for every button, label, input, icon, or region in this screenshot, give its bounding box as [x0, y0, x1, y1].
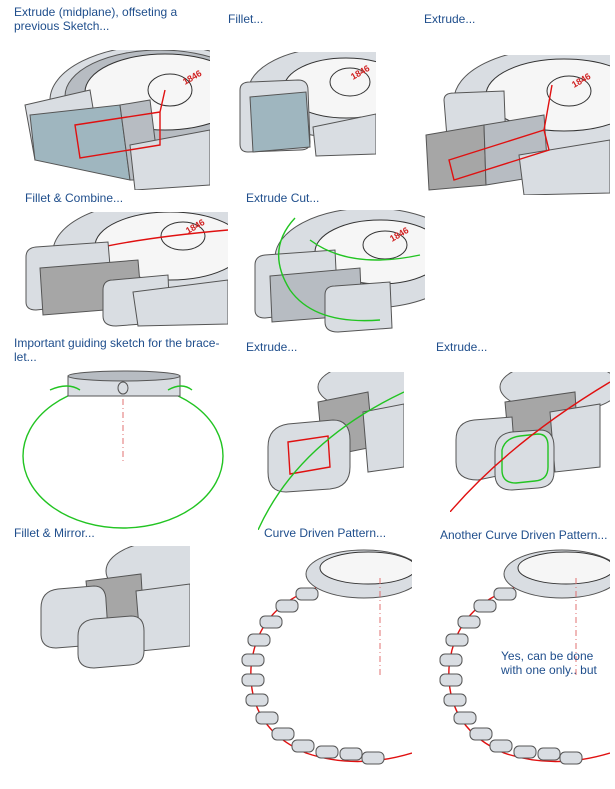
step-9-illustration — [40, 546, 190, 669]
step-1-illustration: 1846 — [24, 50, 210, 190]
step-2-caption: Fillet... — [228, 12, 264, 26]
step-6-caption: Important guiding sketch for the brace-l… — [14, 336, 220, 364]
bracelet-links — [439, 587, 583, 765]
step-11-illustration — [439, 549, 610, 765]
step-4-caption: Fillet & Combine... — [25, 191, 124, 205]
step-7-caption: Extrude... — [246, 340, 298, 354]
step-4-illustration: 1846 — [25, 212, 228, 327]
step-8-illustration — [450, 372, 610, 512]
step-1-caption: Extrude (midplane), offseting a previous… — [14, 5, 178, 33]
step-7-illustration — [258, 372, 404, 530]
pattern-note: Yes, can be done with one only.. but — [501, 649, 597, 677]
step-10-illustration — [241, 549, 412, 765]
step-5-illustration: 1846 — [254, 210, 425, 333]
step-5-caption: Extrude Cut... — [246, 191, 320, 205]
bracelet-links — [241, 587, 385, 765]
step-8-caption: Extrude... — [436, 340, 488, 354]
step-3-illustration: 1846 — [425, 55, 610, 195]
step-6-illustration — [22, 370, 224, 529]
step-2-illustration: 1846 — [239, 52, 376, 157]
step-9-caption: Fillet & Mirror... — [14, 526, 95, 540]
step-11-caption: Another Curve Driven Pattern... — [440, 528, 608, 542]
step-10-caption: Curve Driven Pattern... — [264, 526, 387, 540]
step-3-caption: Extrude... — [424, 12, 476, 26]
